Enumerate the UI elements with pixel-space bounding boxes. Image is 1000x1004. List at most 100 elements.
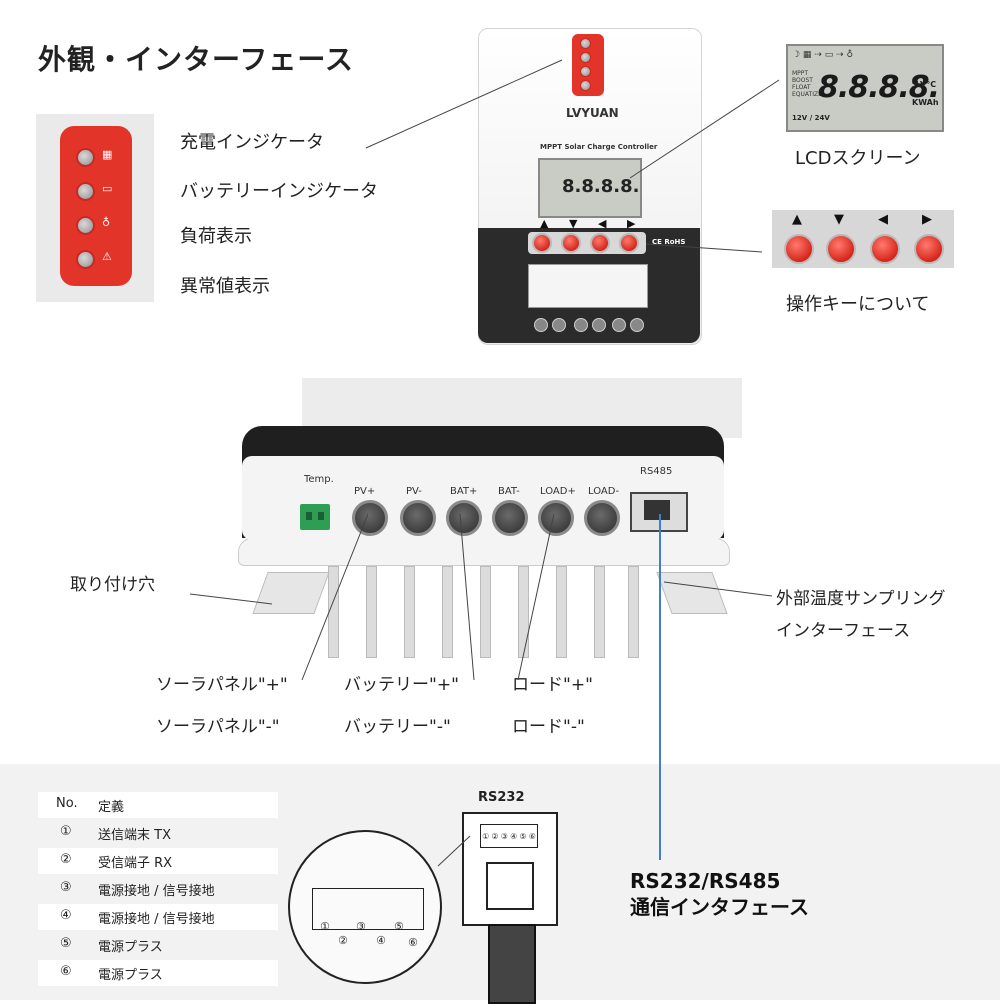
controller-led-strip xyxy=(572,34,604,96)
brand-logo: LVYUAN xyxy=(566,106,619,120)
down-key[interactable] xyxy=(826,234,856,264)
front-key-panel xyxy=(528,232,646,254)
pin-6: ⑥ xyxy=(528,831,536,841)
connector-zoom-circle: ① ② ③ ④ ⑤ ⑥ xyxy=(288,830,442,984)
fault-indicator-label: 異常値表示 xyxy=(180,276,270,297)
heat-sink xyxy=(328,566,639,658)
leader-lcd xyxy=(629,79,780,179)
pv-minus-port[interactable] xyxy=(400,500,436,536)
pin-no: ④ xyxy=(60,908,72,923)
load-minus-port[interactable] xyxy=(584,500,620,536)
up-arrow-icon: ▲ xyxy=(540,217,549,230)
pin-def: 送信端末 TX xyxy=(98,828,171,843)
terminal-screw xyxy=(318,512,324,520)
mode-float: FLOAT xyxy=(792,84,811,91)
bulb-icon: ♁ xyxy=(102,216,111,229)
pv-plus-port[interactable] xyxy=(352,500,388,536)
solar-plus-label: ソーラパネル"+" xyxy=(156,675,288,695)
load-plus-port[interactable] xyxy=(538,500,574,536)
zoom-pin-2: ② xyxy=(338,934,348,947)
port-label-load-plus: LOAD+ xyxy=(540,486,576,497)
leader-bat xyxy=(459,513,475,681)
right-arrow-icon: ▶ xyxy=(627,217,636,230)
mounting-hole-label: 取り付け穴 xyxy=(70,575,155,595)
terminal xyxy=(552,318,566,332)
pin-table-row: ④ 電源接地 / 信号接地 xyxy=(38,904,278,930)
temp-terminal[interactable] xyxy=(300,504,330,530)
pin-def: 受信端子 RX xyxy=(98,856,173,871)
battery-minus-label: バッテリー"-" xyxy=(344,717,451,737)
ce-rohs-mark: CE RoHS xyxy=(652,238,686,246)
port-label-load-minus: LOAD- xyxy=(588,486,620,497)
right-arrow-icon: ▶ xyxy=(922,212,932,227)
fin xyxy=(404,566,415,658)
battery-icon: ▭ xyxy=(102,182,113,195)
pin-4: ④ xyxy=(510,831,518,841)
pin-table-row: ⑥ 電源プラス xyxy=(38,960,278,986)
left-arrow-icon: ◀ xyxy=(878,212,888,227)
leader-pv xyxy=(301,513,369,681)
port-label-pv-minus: PV- xyxy=(406,486,422,497)
front-key-row: ▲ ▼ ◀ ▶ xyxy=(534,217,644,250)
right-key[interactable] xyxy=(914,234,944,264)
port-label-pv-plus: PV+ xyxy=(354,486,376,497)
temp-label: Temp. xyxy=(304,474,334,485)
down-key[interactable] xyxy=(561,233,581,253)
leader-zoom xyxy=(437,835,471,867)
battery-plus-label: バッテリー"+" xyxy=(344,675,459,695)
comm-interface-label: RS232/RS485 通信インタフェース xyxy=(630,868,809,920)
rs485-socket xyxy=(644,500,670,520)
down-arrow-icon: ▼ xyxy=(569,217,578,230)
comm-line2: 通信インタフェース xyxy=(630,895,809,919)
mode-equatize: EQUATIZE xyxy=(792,91,822,98)
rs485-label: RS485 xyxy=(640,466,673,477)
comm-line1: RS232/RS485 xyxy=(630,869,781,893)
fin xyxy=(442,566,453,658)
lcd-voltage: 12V / 24V xyxy=(792,114,830,122)
left-arrow-icon: ◀ xyxy=(598,217,607,230)
terminal xyxy=(630,318,644,332)
lcd-kwh: KWAh xyxy=(912,98,939,107)
page-title: 外観・インターフェース xyxy=(38,43,354,76)
load-indicator-label: 負荷表示 xyxy=(180,226,252,247)
leader-keys xyxy=(645,243,763,253)
left-key[interactable] xyxy=(870,234,900,264)
pin-table-row: ② 受信端子 RX xyxy=(38,848,278,874)
up-key[interactable] xyxy=(532,233,552,253)
controller-side-base xyxy=(238,538,730,566)
pin-table-def-header: 定義 xyxy=(98,800,125,815)
mode-mppt: MPPT xyxy=(792,70,809,77)
pin-table-row: ⑤ 電源プラス xyxy=(38,932,278,958)
lcd-icons-row: ☽ ▦ ⇢ ▭ ⇢ ♁ xyxy=(792,50,854,60)
key-panel-detail: ▲ ▼ ◀ ▶ xyxy=(772,210,954,268)
model-line: MPPT Solar Charge Controller xyxy=(540,143,658,151)
fin xyxy=(480,566,491,658)
port-face: Temp. PV+ PV- BAT+ BAT- LOAD+ LOAD- RS48… xyxy=(242,456,724,540)
ext-temp-label-line1: 外部温度サンプリング xyxy=(776,589,946,609)
lcd-modes: MPPT BOOST FLOAT EQUATIZE xyxy=(792,70,822,98)
pin-def: 電源接地 / 信号接地 xyxy=(98,912,215,927)
charge-indicator-label: 充電インジケータ xyxy=(180,132,324,153)
led xyxy=(580,80,591,91)
fin xyxy=(628,566,639,658)
front-terminals xyxy=(528,316,646,334)
pin-table-no-header: No. xyxy=(56,796,78,811)
ext-temp-label-line2: インターフェース xyxy=(776,621,911,641)
pin-5: ⑤ xyxy=(519,831,527,841)
port-label-bat-plus: BAT+ xyxy=(450,486,478,497)
zoom-pin-1: ① xyxy=(320,920,330,933)
fin xyxy=(556,566,567,658)
bat-plus-port[interactable] xyxy=(446,500,482,536)
terminal xyxy=(592,318,606,332)
pin-no: ⑤ xyxy=(60,936,72,951)
port-label-bat-minus: BAT- xyxy=(498,486,520,497)
battery-indicator-label: バッテリーインジケータ xyxy=(180,181,378,202)
fin xyxy=(594,566,605,658)
up-key[interactable] xyxy=(784,234,814,264)
zoom-pin-3: ③ xyxy=(356,920,366,933)
pin-table-header: No. 定義 xyxy=(38,792,278,818)
right-key[interactable] xyxy=(619,233,639,253)
left-key[interactable] xyxy=(590,233,610,253)
bat-minus-port[interactable] xyxy=(492,500,528,536)
